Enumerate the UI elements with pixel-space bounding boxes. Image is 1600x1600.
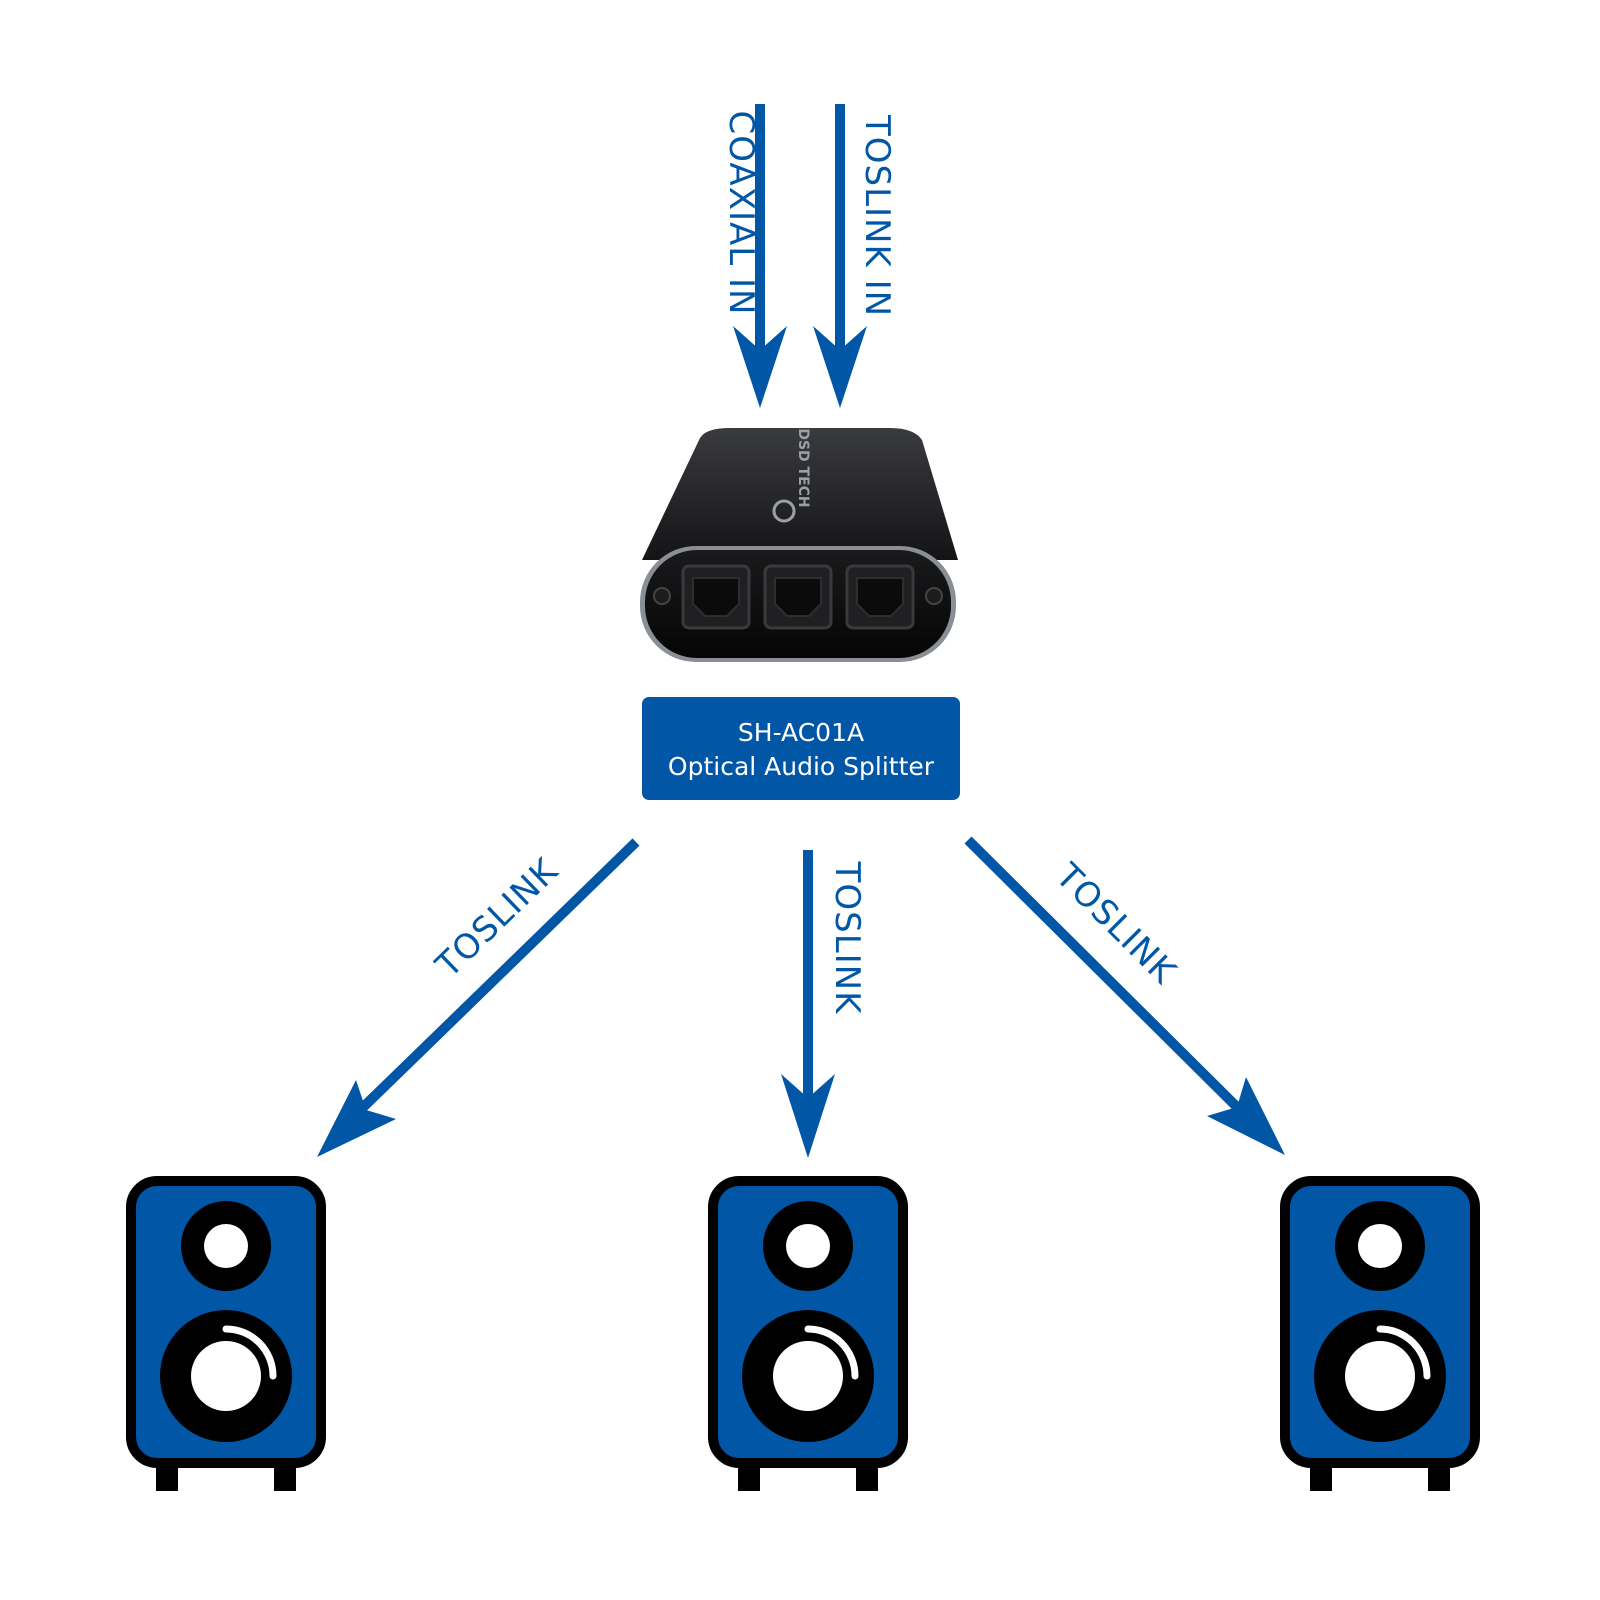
dsd-tech-logo-icon: DSD TECH — [772, 428, 811, 523]
optical-port-icon — [845, 564, 915, 630]
device-label-box: SH-AC01A Optical Audio Splitter — [642, 697, 960, 800]
output-arrow-right — [964, 836, 1285, 1155]
coaxial-in-label: COAXIAL IN — [721, 111, 761, 316]
speaker-icon — [126, 1176, 326, 1491]
output-arrow-center — [781, 850, 835, 1158]
output-arrow-left — [317, 838, 640, 1157]
optical-port-icon — [681, 564, 751, 630]
speaker-right — [1280, 1176, 1480, 1491]
screw-icon — [653, 587, 671, 605]
optical-port-icon — [763, 564, 833, 630]
brand-text: DSD TECH — [795, 428, 811, 507]
output-label-center: TOSLINK — [827, 861, 867, 1016]
output-label-right: TOSLINK — [1047, 855, 1185, 993]
device-model: SH-AC01A — [738, 718, 864, 747]
speaker-icon — [1280, 1176, 1480, 1491]
speaker-left — [126, 1176, 326, 1491]
speaker-center — [708, 1176, 908, 1491]
toslink-in-label: TOSLINK IN — [857, 114, 897, 317]
output-label-left: TOSLINK — [428, 850, 567, 986]
coaxial-in-arrow — [733, 104, 787, 408]
speaker-icon — [708, 1176, 908, 1491]
optical-splitter-icon: DSD TECH — [640, 428, 958, 662]
screw-icon — [925, 587, 943, 605]
device-name: Optical Audio Splitter — [668, 752, 935, 781]
toslink-in-arrow — [813, 104, 867, 408]
